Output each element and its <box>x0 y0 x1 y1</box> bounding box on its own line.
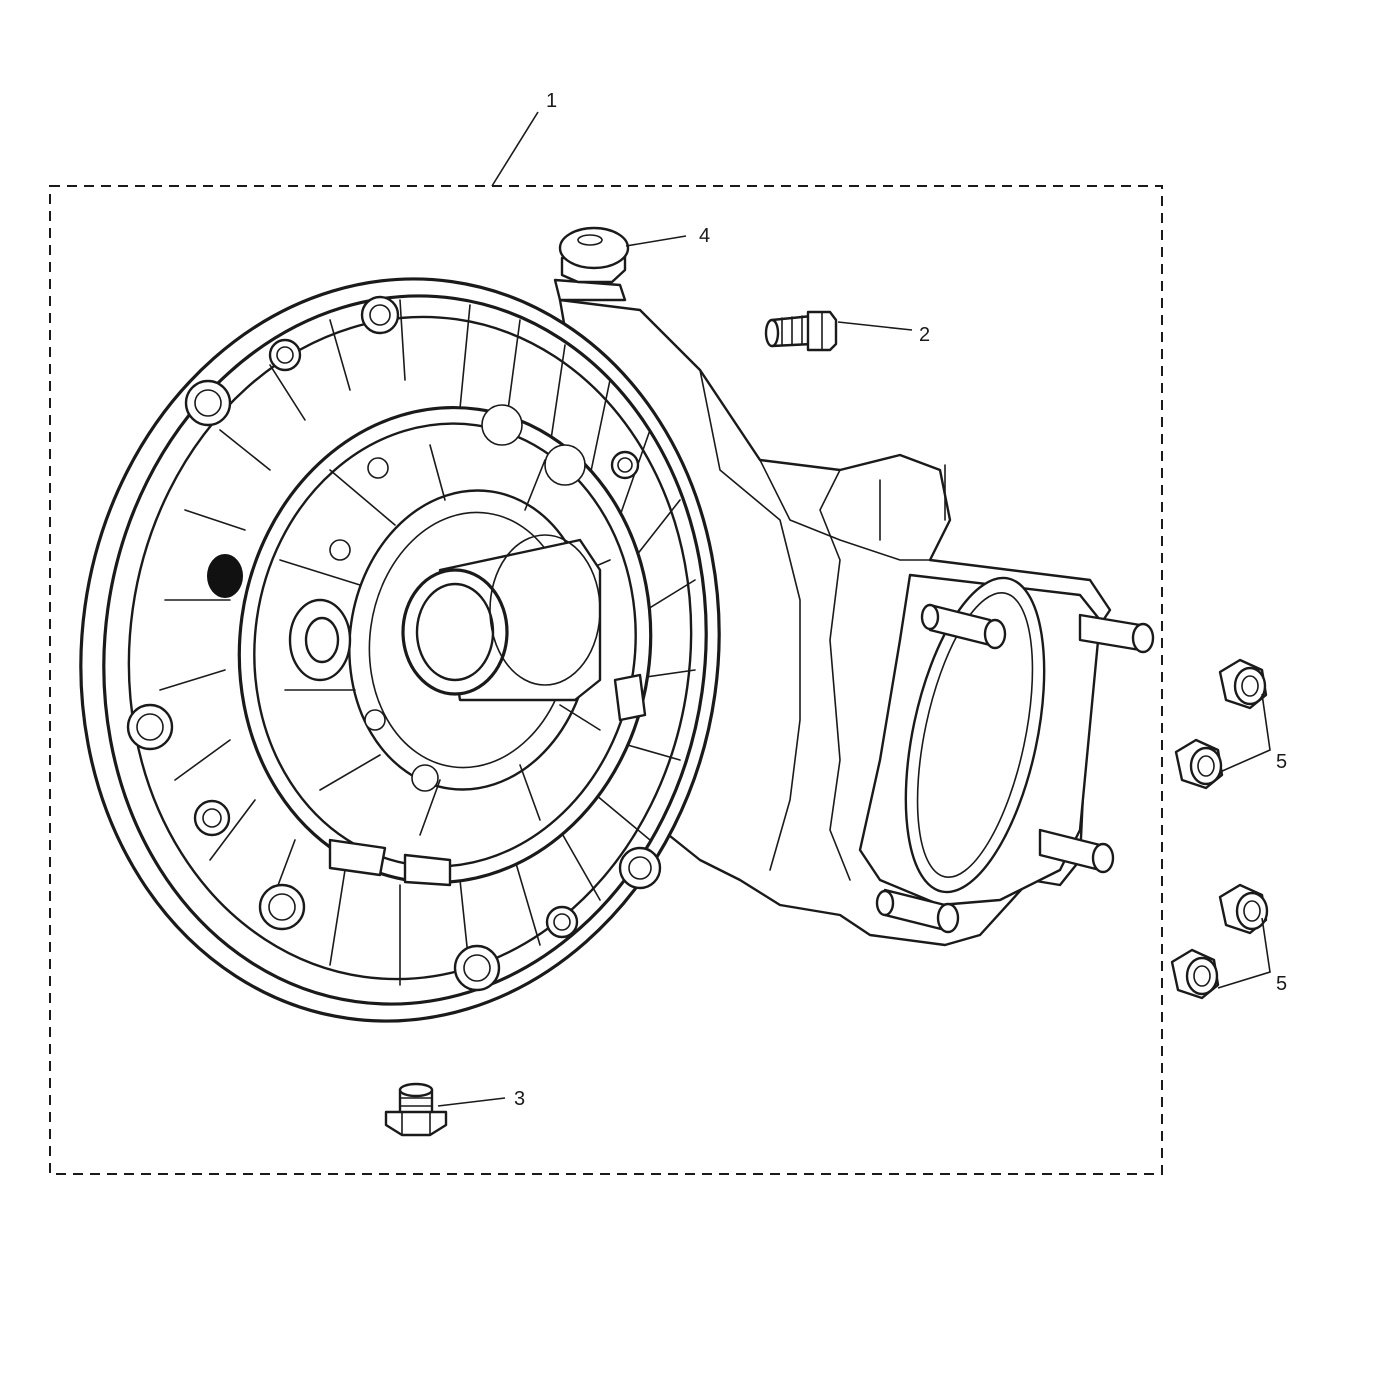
flange-nut-1 <box>1218 658 1268 710</box>
callout-5-lower: 5 <box>1276 973 1287 995</box>
cover-ribs <box>159 299 696 986</box>
cover-bolts <box>126 295 662 992</box>
final-drive-housing <box>79 277 1155 1023</box>
leader-2 <box>837 321 913 331</box>
breather-cap-part <box>558 226 630 284</box>
leader-1 <box>491 111 539 187</box>
flange-studs <box>875 603 1155 934</box>
leader-4 <box>625 235 687 247</box>
callout-3: 3 <box>514 1088 525 1110</box>
leader-3 <box>437 1097 506 1107</box>
sight-glass <box>207 554 243 598</box>
callout-2: 2 <box>919 324 930 346</box>
flange-nut-2 <box>1174 738 1224 790</box>
callout-1: 1 <box>546 90 557 112</box>
callout-4: 4 <box>699 225 710 247</box>
leader-lines <box>437 111 1271 1107</box>
assembly-boundary-box <box>49 185 1163 1175</box>
leader-5b <box>1217 917 1271 989</box>
bolt-part <box>764 310 838 352</box>
leader-5a <box>1219 693 1271 773</box>
flange-nut-4 <box>1170 948 1220 1000</box>
drain-plug-part <box>384 1082 448 1137</box>
flange-nut-3 <box>1218 883 1269 935</box>
callout-5-upper: 5 <box>1276 751 1287 773</box>
